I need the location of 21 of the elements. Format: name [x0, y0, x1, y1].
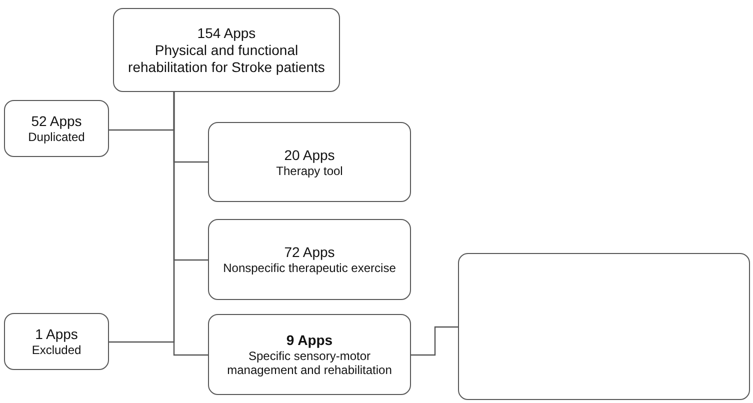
- root-box: [113, 8, 340, 92]
- category-box: [208, 219, 411, 300]
- category-box: [4, 100, 109, 157]
- connector-line: [173, 92, 208, 356]
- count-heading: 154 Apps: [196, 24, 257, 42]
- category-text: Excluded: [30, 343, 82, 357]
- category-text: Physical and functional rehabilitation for Stroke patients: [127, 42, 326, 76]
- connector-line: [411, 326, 458, 356]
- category-box: [4, 313, 109, 370]
- count-heading: 72 Apps: [283, 244, 336, 261]
- category-text: Duplicated: [27, 130, 86, 144]
- list-box: [458, 253, 750, 400]
- category-box: [208, 314, 411, 395]
- category-text: Nonspecific therapeutic exercise: [222, 261, 397, 275]
- category-text: Specific sensory-motor management and rehabilitation: [226, 349, 393, 377]
- count-heading: 1 Apps: [34, 326, 79, 343]
- count-heading: 9 Apps: [285, 332, 334, 349]
- count-heading: 52 Apps: [30, 113, 83, 130]
- category-box: [208, 122, 411, 202]
- count-heading: 20 Apps: [283, 146, 336, 164]
- category-text: Therapy tool: [275, 164, 344, 178]
